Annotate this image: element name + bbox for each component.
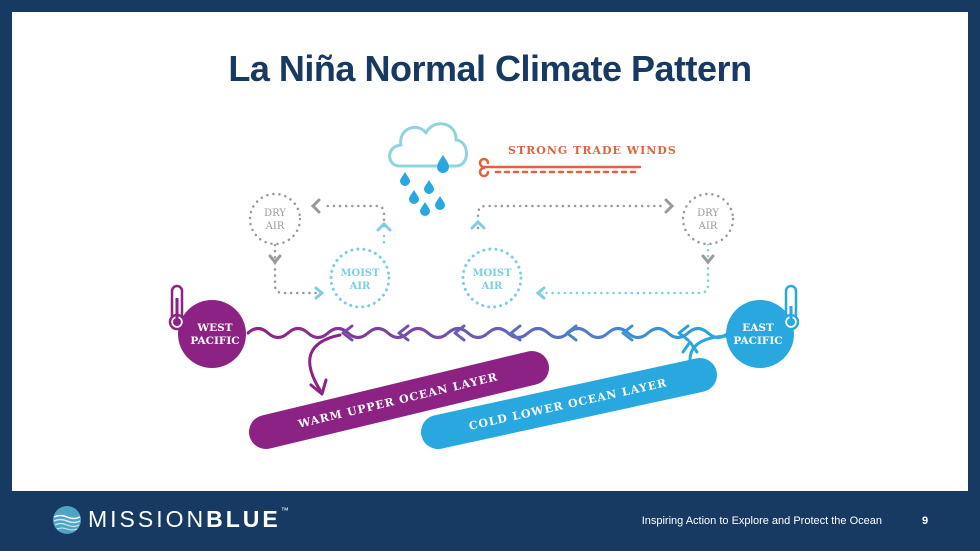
trade-winds-icon (478, 157, 642, 178)
mission-blue-logo-icon (53, 506, 81, 534)
brand-name-part1: MISSION (88, 506, 207, 532)
thermometer-icon (782, 284, 800, 331)
trade-winds-label: STRONG TRADE WINDS (508, 144, 677, 157)
moist-air-left-line1: MOIST (340, 268, 380, 279)
moist-air-left-line2: AIR (349, 281, 371, 292)
west-pacific-line2: PACIFIC (190, 335, 239, 347)
page-title: La Niña Normal Climate Pattern (228, 48, 752, 89)
dry-air-right-line1: DRY (697, 208, 719, 219)
right-air-loop (470, 198, 715, 300)
left-air-loop (268, 198, 392, 300)
moist-air-left-node (329, 247, 391, 309)
dry-air-right-line2: AIR (698, 221, 718, 232)
brand-name-part2: BLUE (206, 506, 281, 532)
moist-air-right-line2: AIR (481, 281, 503, 292)
dry-air-right-node (681, 192, 735, 246)
trademark-mark: ™ (280, 506, 289, 515)
west-pacific-line1: WEST (196, 322, 232, 334)
east-pacific-node: EAST PACIFIC (726, 284, 800, 368)
climate-diagram: STRONG TRADE WINDS DRY AIR MOIST AIR DRY… (168, 122, 800, 449)
east-pacific-line1: EAST (742, 322, 774, 334)
dry-air-left-node (248, 192, 302, 246)
page-number: 9 (922, 515, 929, 527)
west-pacific-node: WEST PACIFIC (168, 284, 246, 368)
east-pacific-line2: PACIFIC (733, 335, 782, 347)
dry-air-left-line1: DRY (264, 208, 286, 219)
footer-tagline: Inspiring Action to Explore and Protect … (641, 515, 882, 527)
brand-name: MISSIONBLUE™ (88, 506, 289, 533)
dry-air-left-line2: AIR (265, 221, 285, 232)
moist-air-right-line1: MOIST (472, 268, 512, 279)
thermometer-icon (168, 284, 186, 331)
rain-cloud-icon (388, 122, 468, 216)
surface-current (246, 324, 730, 396)
moist-air-right-node (461, 247, 523, 309)
